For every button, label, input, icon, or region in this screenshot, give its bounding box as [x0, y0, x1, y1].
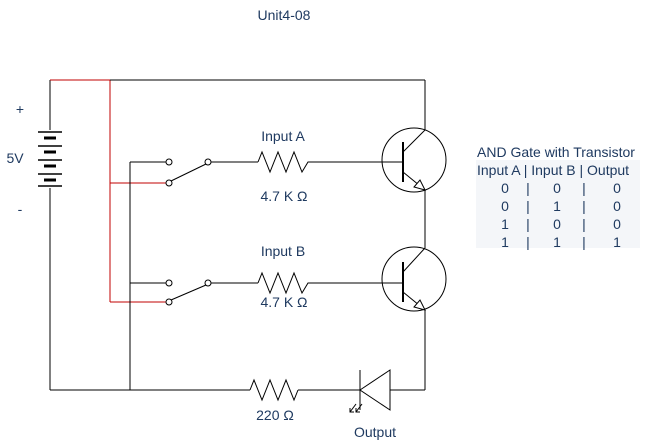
truth-table-separator: | [526, 216, 530, 232]
truth-table-cell: 1 [501, 234, 509, 250]
truth-table-cell: 0 [613, 198, 621, 214]
supply-wires [50, 79, 168, 303]
truth-table-row: 1 0 0 | | [501, 216, 621, 232]
transistor-bottom [340, 246, 447, 312]
truth-table-cell: 1 [613, 234, 621, 250]
resistor-b [257, 271, 340, 295]
truth-table-cell: 0 [553, 216, 561, 232]
battery-minus-label: - [18, 201, 23, 217]
truth-table-cell: 0 [613, 180, 621, 196]
resistor-a [257, 150, 340, 174]
diagram-title: Unit4-08 [258, 7, 311, 23]
truth-table-background [476, 160, 640, 248]
resistor-b-value: 4.7 K Ω [260, 294, 307, 310]
battery-voltage-label: 5V [6, 150, 24, 166]
battery [38, 80, 62, 390]
input-b-label: Input B [261, 243, 305, 259]
truth-table-separator: | [526, 180, 530, 196]
top-wires [50, 79, 426, 391]
truth-table-title: AND Gate with Transistor [477, 144, 635, 160]
truth-table-row: 0 0 0 | | [501, 180, 621, 196]
resistor-a-value: 4.7 K Ω [260, 188, 307, 204]
resistor-output [249, 378, 299, 402]
input-a-label: Input A [261, 128, 305, 144]
switch-b[interactable] [165, 279, 258, 306]
truth-table-cell: 0 [501, 198, 509, 214]
truth-table-separator: | [582, 180, 586, 196]
battery-plus-label: + [16, 101, 24, 117]
truth-table-row: 0 1 0 | | [501, 198, 621, 214]
truth-table-separator: | [526, 234, 530, 250]
truth-table-cell: 1 [553, 234, 561, 250]
truth-table-separator: | [582, 234, 586, 250]
output-label: Output [354, 424, 396, 440]
switch-a[interactable] [165, 158, 258, 187]
truth-table-rows: 0 0 0 | | 0 1 0 | | 1 0 0 | | 1 1 1 | | [501, 180, 621, 250]
truth-table-cell: 0 [501, 180, 509, 196]
transistor-top [340, 127, 447, 193]
resistor-output-value: 220 Ω [256, 407, 294, 423]
truth-table-header: Input A | Input B | Output [477, 162, 629, 178]
led [349, 369, 391, 413]
truth-table-separator: | [582, 216, 586, 232]
truth-table-cell: 1 [553, 198, 561, 214]
truth-table: AND Gate with Transistor Input A | Input… [476, 144, 640, 250]
truth-table-cell: 1 [501, 216, 509, 232]
truth-table-separator: | [526, 198, 530, 214]
truth-table-cell: 0 [553, 180, 561, 196]
truth-table-separator: | [582, 198, 586, 214]
truth-table-row: 1 1 1 | | [501, 234, 621, 250]
truth-table-cell: 0 [613, 216, 621, 232]
